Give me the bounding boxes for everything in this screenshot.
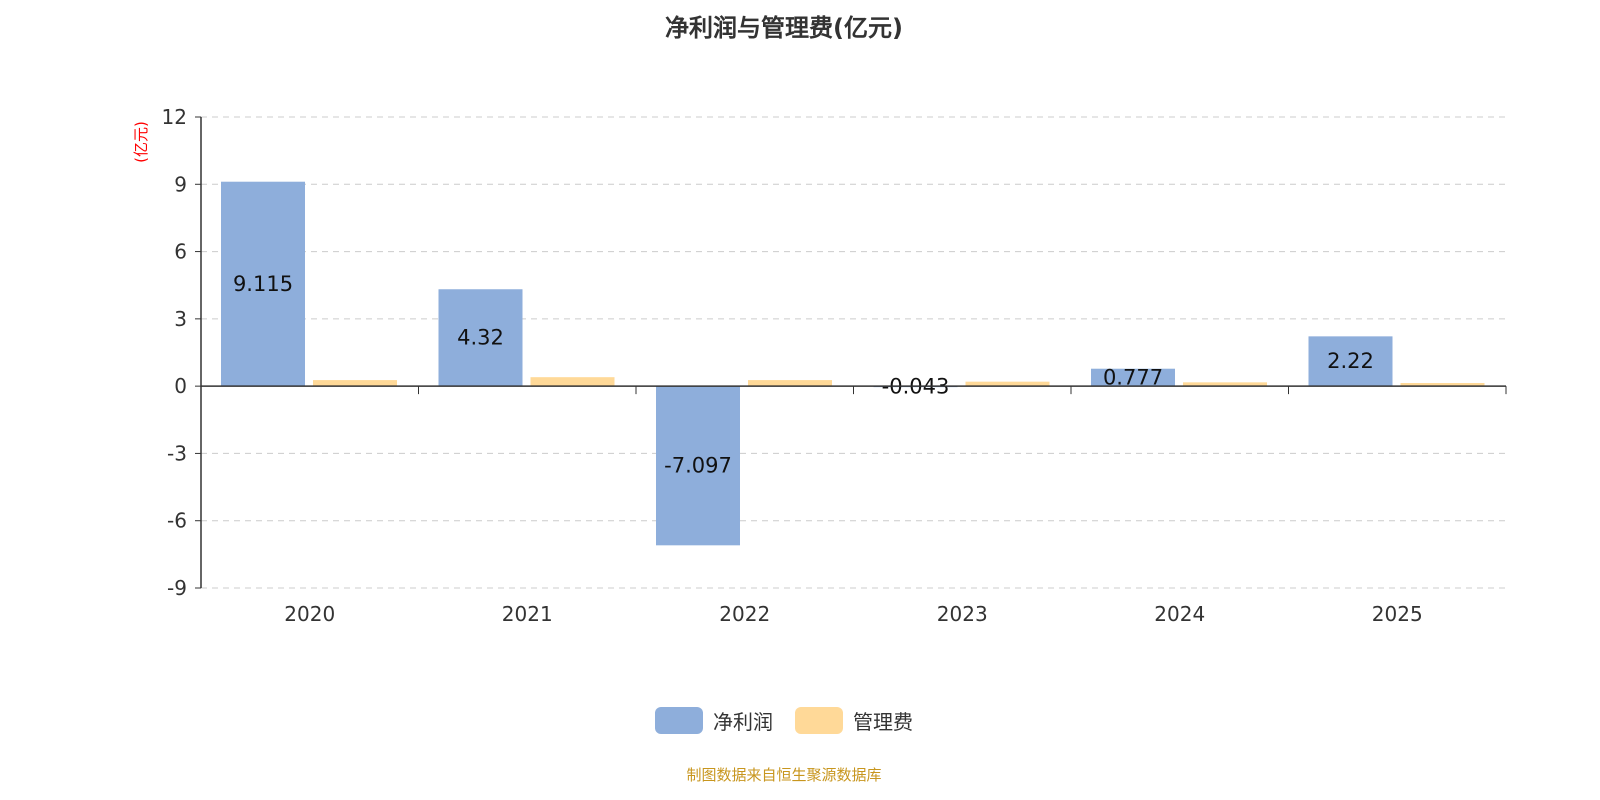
data-label: 4.32	[457, 326, 504, 350]
bar-admin-expense	[530, 377, 615, 387]
data-label: -7.097	[664, 454, 732, 478]
data-source-note: 制图数据来自恒生聚源数据库	[686, 766, 882, 784]
bar-net-profit	[438, 289, 523, 387]
bar-net-profit	[1091, 368, 1175, 387]
y-tick-label: 0	[174, 374, 187, 398]
y-tick-label: 3	[174, 307, 187, 331]
legend-swatch-net-profit	[655, 707, 703, 734]
data-label: 2.22	[1327, 349, 1374, 373]
y-tick-label: -9	[167, 576, 187, 600]
bar-admin-expense	[313, 380, 397, 387]
x-tick-label: 2020	[284, 602, 335, 626]
x-tick-label: 2024	[1154, 602, 1205, 626]
bar-chart: -9 -6 -3 0 3 6 9 12 (亿元) 2020 9.115 2021 4.32 2022 -7.…	[132, 105, 1507, 626]
bar-net-profit	[656, 386, 740, 546]
y-tick-label: 12	[162, 105, 187, 129]
bar-net-profit	[221, 181, 305, 387]
legend-label: 净利润	[713, 710, 773, 734]
x-tick-label: 2022	[719, 602, 770, 626]
y-axis-label: (亿元)	[132, 121, 150, 163]
legend-item-admin-expense[interactable]: 管理费	[795, 706, 913, 735]
legend-swatch-admin-expense	[795, 707, 843, 734]
bar-admin-expense	[748, 380, 832, 387]
x-tick-label: 2023	[937, 602, 988, 626]
y-tick-label: 9	[174, 172, 187, 196]
legend-label: 管理费	[853, 710, 913, 734]
y-tick-label: -6	[167, 509, 187, 533]
chart-title: 净利润与管理费(亿元)	[665, 14, 903, 42]
bar-net-profit	[1308, 336, 1393, 387]
bar-admin-expense	[1183, 382, 1267, 387]
x-tick-label: 2021	[502, 602, 553, 626]
bar-admin-expense	[1400, 383, 1485, 387]
bar-admin-expense	[965, 381, 1050, 387]
y-tick-label: 6	[174, 240, 187, 264]
legend: 净利润 管理费	[0, 706, 1568, 735]
data-label: 9.115	[233, 272, 293, 296]
x-tick-label: 2025	[1372, 602, 1423, 626]
legend-item-net-profit[interactable]: 净利润	[655, 706, 773, 735]
y-tick-label: -3	[167, 441, 187, 465]
